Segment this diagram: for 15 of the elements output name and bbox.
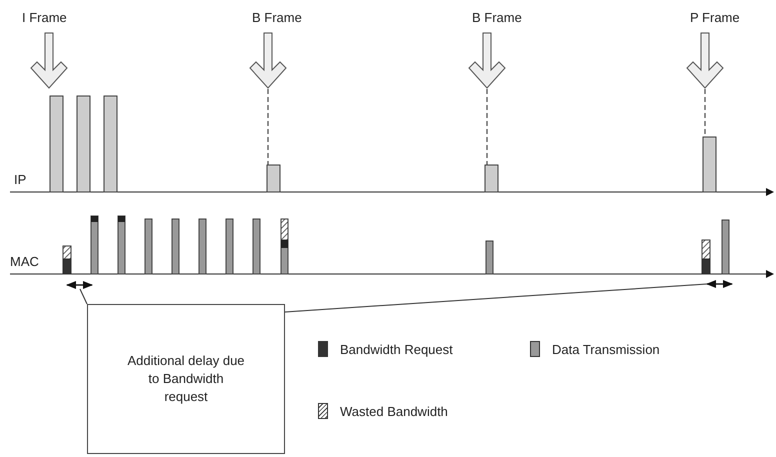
leader-line — [80, 288, 88, 304]
legend-text: Data Transmission — [552, 342, 660, 357]
legend-text: Bandwidth Request — [340, 342, 453, 357]
legend-text: Wasted Bandwidth — [340, 404, 448, 419]
callout-text: Additional delay due to Bandwidth request — [126, 352, 246, 406]
frame-label: I Frame — [22, 10, 67, 25]
frame-label: B Frame — [472, 10, 522, 25]
frame-label: B Frame — [252, 10, 302, 25]
leader-line — [284, 284, 708, 312]
layer-label: MAC — [10, 254, 39, 269]
callout-box — [87, 304, 285, 454]
frame-label: P Frame — [690, 10, 740, 25]
delay-double-arrow — [706, 280, 733, 288]
delay-double-arrow — [66, 281, 93, 289]
layer-label: IP — [14, 172, 26, 187]
